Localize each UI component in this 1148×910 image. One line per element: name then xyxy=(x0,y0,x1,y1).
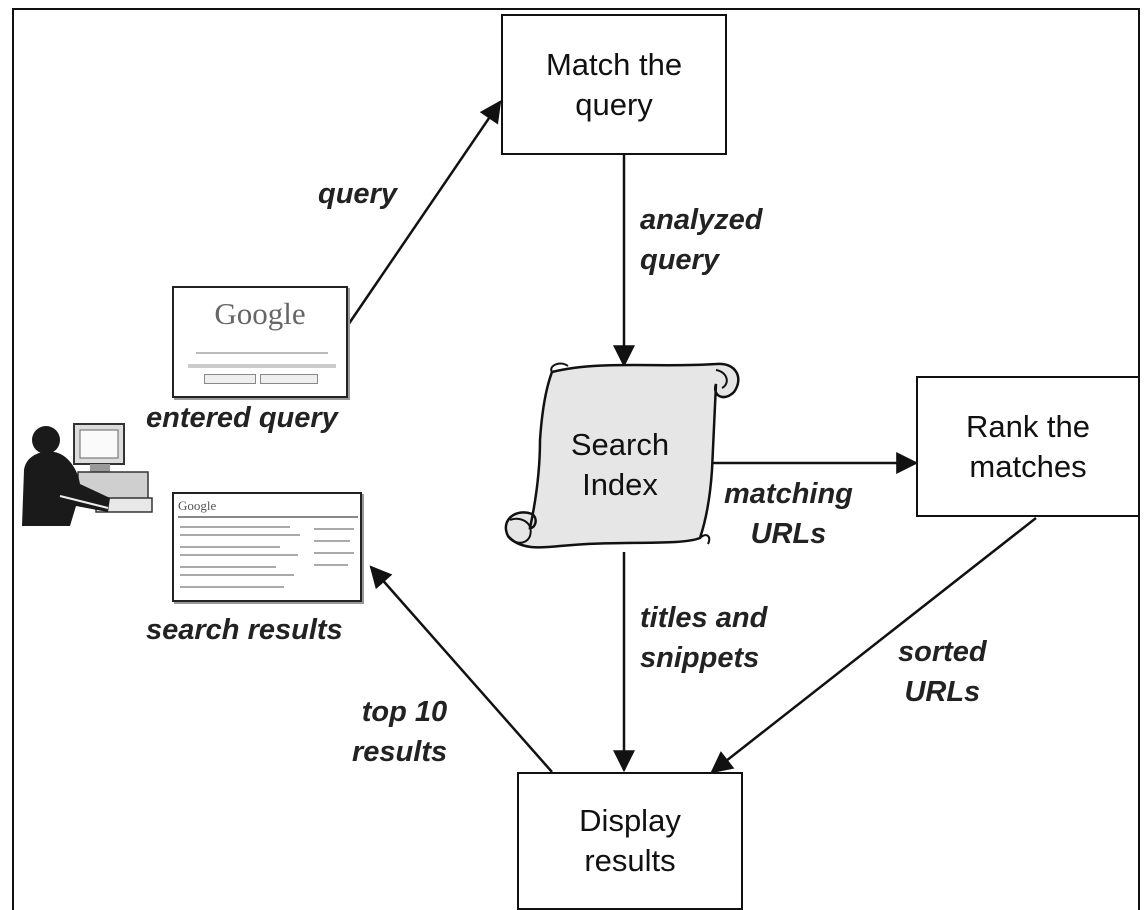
google-logo: Google xyxy=(214,296,306,331)
nav-links xyxy=(196,352,328,354)
ad-line xyxy=(314,564,348,566)
result-line xyxy=(180,546,280,548)
result-line xyxy=(180,526,290,528)
ad-line xyxy=(314,528,354,530)
ad-line xyxy=(314,552,354,554)
result-line xyxy=(180,566,276,568)
entered-query-label: entered query xyxy=(146,402,338,434)
arrow-query xyxy=(346,100,502,326)
search-index-label: Search Index xyxy=(570,427,670,502)
display-results-box: Display results xyxy=(517,772,743,910)
user-at-computer-icon xyxy=(22,423,153,526)
top10-label: top 10 results xyxy=(352,696,448,768)
match-query-box: Match the query xyxy=(501,14,727,155)
search-results-label: search results xyxy=(146,614,343,646)
analyzed-query-label: analyzed query xyxy=(640,204,763,276)
query-label: query xyxy=(318,178,397,210)
lucky-button xyxy=(260,374,318,384)
scroll-icon xyxy=(504,362,740,549)
titles-snippets-label: titles and snippets xyxy=(640,602,768,674)
results-logo: Google xyxy=(178,498,217,513)
matching-urls-label: matching URLs xyxy=(724,478,853,550)
result-line xyxy=(180,534,300,536)
search-results-thumbnail: Google xyxy=(172,492,362,602)
result-line xyxy=(180,574,294,576)
google-homepage-thumbnail: Google xyxy=(172,286,348,398)
arrow-top10 xyxy=(369,565,553,773)
rank-matches-box: Rank the matches xyxy=(916,376,1140,517)
sorted-urls-label: sorted URLs xyxy=(898,636,987,708)
result-line xyxy=(180,586,284,588)
arrow-sorted-urls xyxy=(710,517,1037,774)
results-header-line xyxy=(178,516,358,518)
search-box xyxy=(188,364,336,368)
search-button xyxy=(204,374,256,384)
result-line xyxy=(180,554,298,556)
ad-line xyxy=(314,540,350,542)
